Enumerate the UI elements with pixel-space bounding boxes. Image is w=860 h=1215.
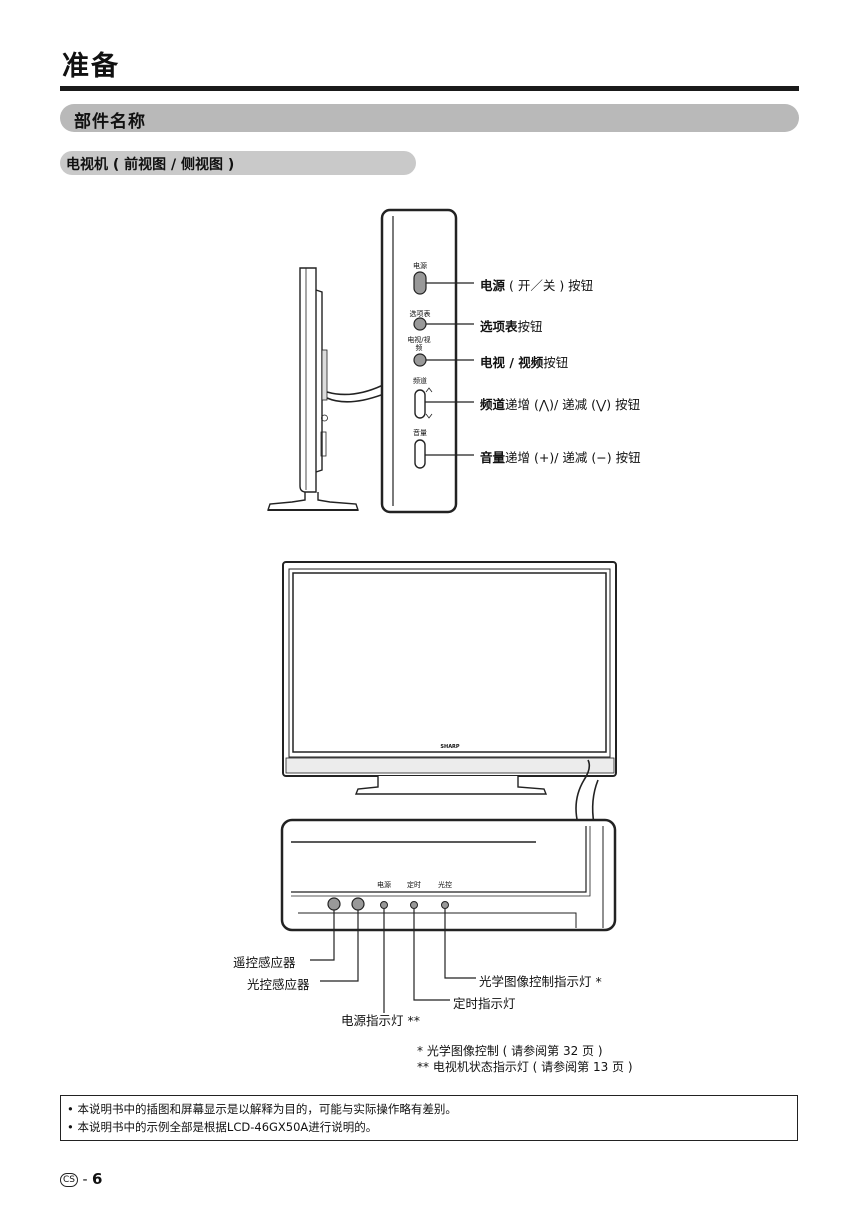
small-label-power-led: 电源: [377, 881, 391, 889]
callout-volume: 音量递增 (+)/ 递减 (−) 按钮: [480, 450, 641, 465]
small-label-menu: 选项表: [409, 310, 431, 318]
callout-tv-video: 电视 / 视频按钮: [480, 355, 569, 370]
volume-rocker: [414, 439, 426, 469]
page-number: CS - 6: [60, 1170, 102, 1188]
callout-power: 电源 ( 开／关 ) 按钮: [480, 278, 594, 293]
page-title: 准备: [62, 51, 120, 82]
tv-side-profile: [267, 267, 359, 511]
small-label-volume: 音量: [413, 429, 427, 437]
callout-timer-indicator: 定时指示灯: [453, 996, 516, 1011]
light-sensor: [351, 897, 365, 911]
callout-light-sensor: 光控感应器: [247, 977, 310, 992]
footnote-2: ** 电视机状态指示灯 ( 请参阅第 13 页 ): [417, 1060, 633, 1074]
power-button: [413, 271, 427, 295]
note-box: • 本说明书中的插图和屏幕显示是以解释为目的，可能与实际操作略有差别。 • 本说…: [60, 1095, 798, 1141]
tv-video-button: [413, 353, 427, 367]
callout-remote-sensor: 遥控感应器: [233, 955, 296, 970]
small-label-power: 电源: [413, 262, 427, 270]
callout-channel: 频道递增 (⋀)/ 递减 (⋁) 按钮: [480, 397, 641, 412]
power-indicator: [380, 901, 388, 909]
brand-logo: SHARP: [440, 744, 460, 750]
note-2: • 本说明书中的示例全部是根据LCD-46GX50A进行说明的。: [67, 1120, 378, 1134]
small-label-tv-video: 电视/视频: [407, 336, 431, 352]
front-zoom-panel: [280, 818, 617, 932]
callout-menu: 选项表按钮: [480, 319, 543, 334]
tv-front: [282, 561, 617, 795]
language-badge: CS: [60, 1173, 78, 1187]
note-1: • 本说明书中的插图和屏幕显示是以解释为目的，可能与实际操作略有差别。: [67, 1102, 457, 1116]
title-rule: [60, 86, 799, 91]
menu-button: [413, 317, 427, 331]
channel-rocker: [414, 389, 426, 419]
small-label-timer-led: 定时: [407, 881, 421, 889]
small-label-optical-led: 光控: [438, 881, 452, 889]
small-label-channel: 频道: [413, 377, 427, 385]
timer-indicator: [410, 901, 418, 909]
remote-sensor: [327, 897, 341, 911]
subsection-title: 电视机 ( 前视图 / 侧视图 ): [66, 157, 235, 173]
footnote-1: * 光学图像控制 ( 请参阅第 32 页 ): [417, 1044, 603, 1058]
section-title: 部件名称: [74, 112, 146, 132]
callout-power-indicator: 电源指示灯 **: [341, 1013, 420, 1028]
section-header: 部件名称: [60, 104, 799, 132]
optical-indicator: [441, 901, 449, 909]
callout-optical-indicator: 光学图像控制指示灯 *: [479, 974, 602, 989]
subsection-header: 电视机 ( 前视图 / 侧视图 ): [60, 151, 416, 175]
